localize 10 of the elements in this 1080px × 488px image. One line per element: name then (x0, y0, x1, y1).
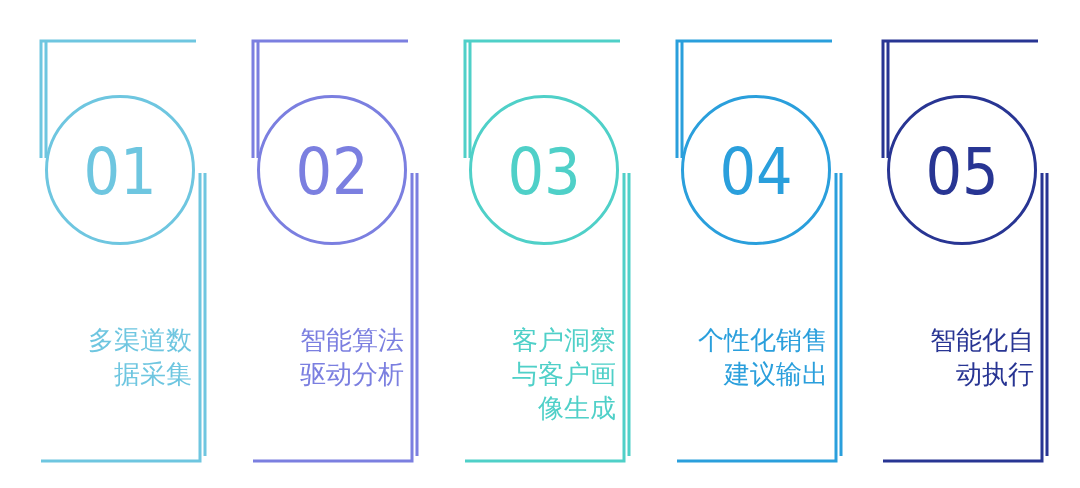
step-label: 个性化销售建议输出 (698, 324, 828, 391)
step-number: 04 (718, 136, 794, 208)
step-label: 客户洞察与客户画像生成 (512, 324, 616, 425)
step-label: 智能算法驱动分析 (300, 324, 404, 391)
step-number: 03 (506, 136, 582, 208)
step-number: 01 (82, 136, 158, 208)
step-number: 02 (294, 136, 370, 208)
step-number: 05 (924, 136, 1000, 208)
step-label: 智能化自动执行 (930, 324, 1034, 391)
step-label: 多渠道数据采集 (88, 324, 192, 391)
